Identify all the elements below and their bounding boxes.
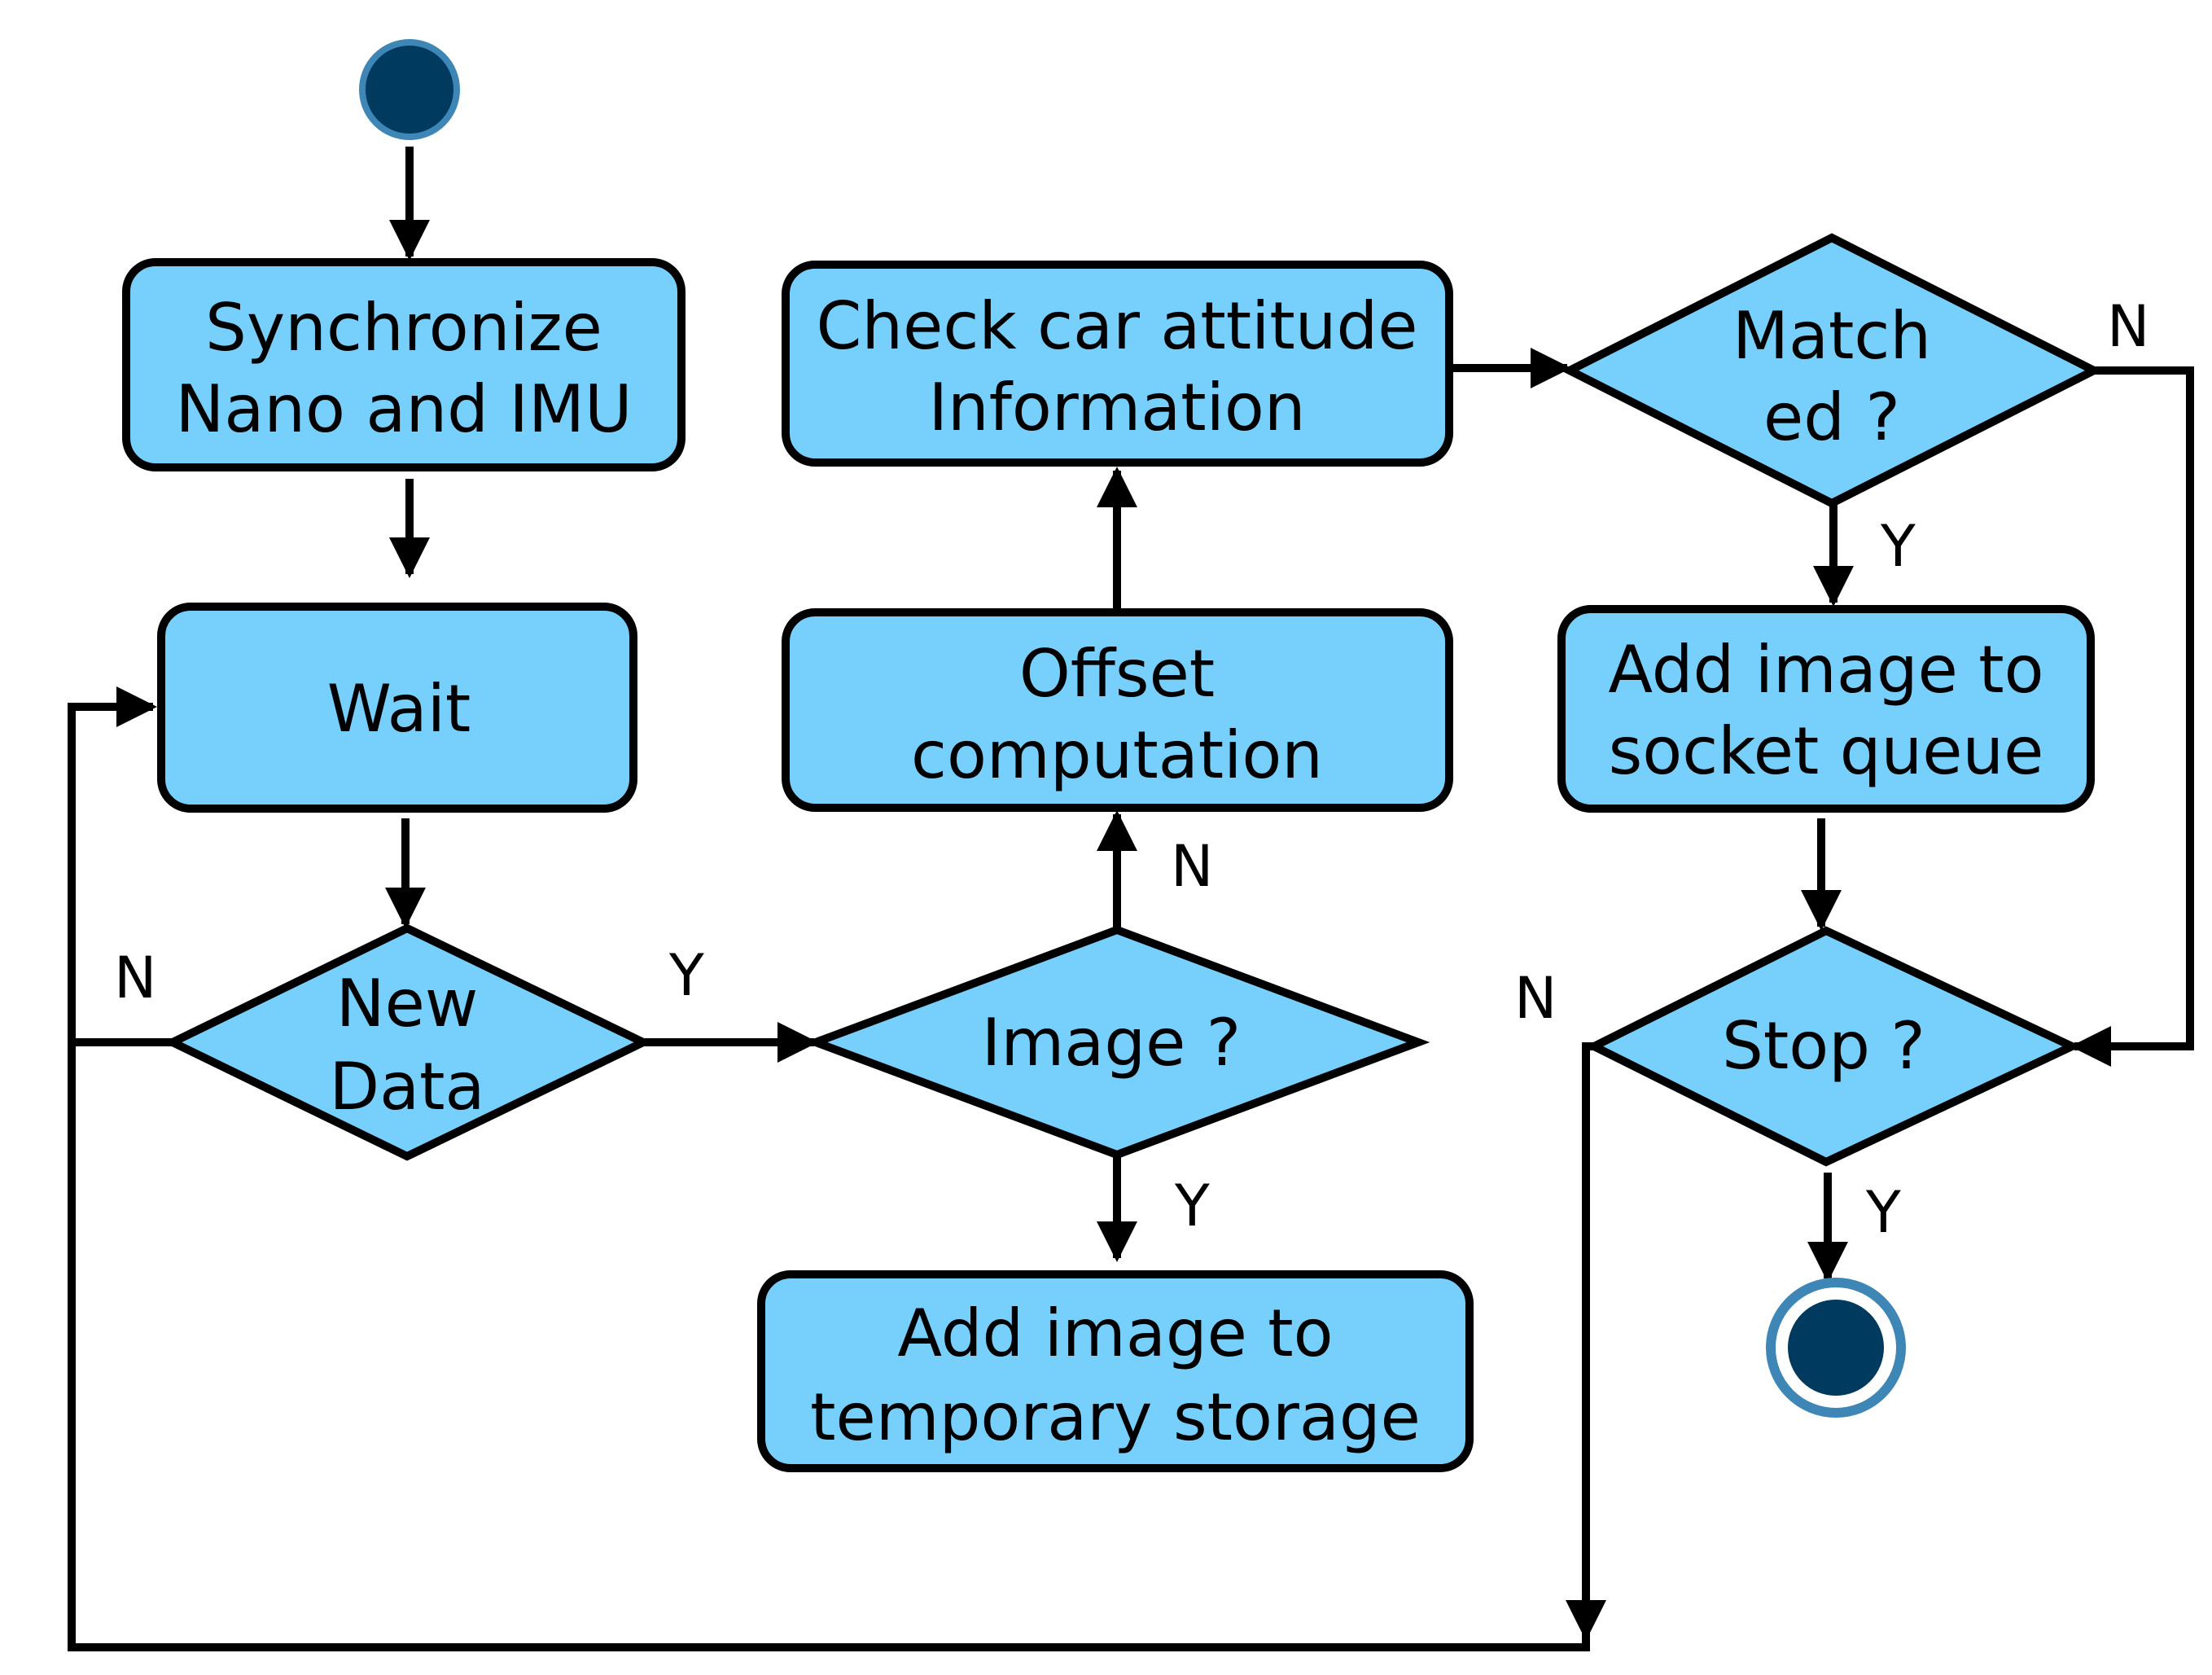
new-data-line2: Data [329, 1049, 484, 1125]
end-node [1766, 1278, 1906, 1418]
synchronize-line1: Synchronize [205, 290, 602, 366]
edge-label-stop-no: N [1514, 965, 1557, 1032]
add-socket-line1: Add image to [1608, 632, 2043, 708]
decision-matched: Match ed ? [1560, 233, 2104, 508]
add-temp-line2: temporary storage [810, 1379, 1421, 1455]
edge-matched-no-to-stop [2070, 366, 2194, 1067]
edge-label-matched-yes: Y [1880, 513, 1916, 580]
process-synchronize: Synchronize Nano and IMU [122, 258, 686, 471]
decision-new-data: New Data [163, 923, 653, 1161]
decision-stop: Stop ? [1584, 926, 2082, 1167]
synchronize-line2: Nano and IMU [175, 371, 632, 447]
edge-label-image-yes: Y [1174, 1173, 1210, 1239]
offset-line2: computation [911, 717, 1323, 793]
edge-newdata-no-loop [68, 686, 173, 1046]
edge-label-new-data-yes: Y [668, 942, 704, 1009]
edge-label-matched-no: N [2107, 293, 2149, 360]
add-socket-line2: socket queue [1609, 713, 2044, 789]
new-data-line1: New [336, 966, 479, 1041]
stop-label: Stop ? [1722, 1008, 1925, 1084]
decision-image: Image ? [804, 925, 1430, 1160]
process-offset: Offset computation [782, 608, 1453, 812]
check-line2: Information [928, 370, 1305, 445]
process-add-socket: Add image to socket queue [1557, 605, 2095, 813]
edge-label-stop-yes: Y [1865, 1179, 1901, 1246]
matched-line1: Match [1732, 298, 1931, 374]
process-add-temp: Add image to temporary storage [757, 1270, 1474, 1472]
start-node [359, 39, 460, 140]
add-temp-line1: Add image to [897, 1296, 1333, 1371]
check-line1: Check car attitude [817, 288, 1418, 364]
matched-line2: ed ? [1763, 379, 1900, 455]
process-check: Check car attitude Information [782, 261, 1453, 467]
offset-line1: Offset [1019, 636, 1215, 712]
image-label: Image ? [982, 1005, 1241, 1081]
wait-label: Wait [327, 671, 471, 747]
process-wait: Wait [157, 603, 637, 813]
edge-label-new-data-no: N [114, 945, 156, 1011]
edge-label-image-no: N [1171, 833, 1213, 900]
